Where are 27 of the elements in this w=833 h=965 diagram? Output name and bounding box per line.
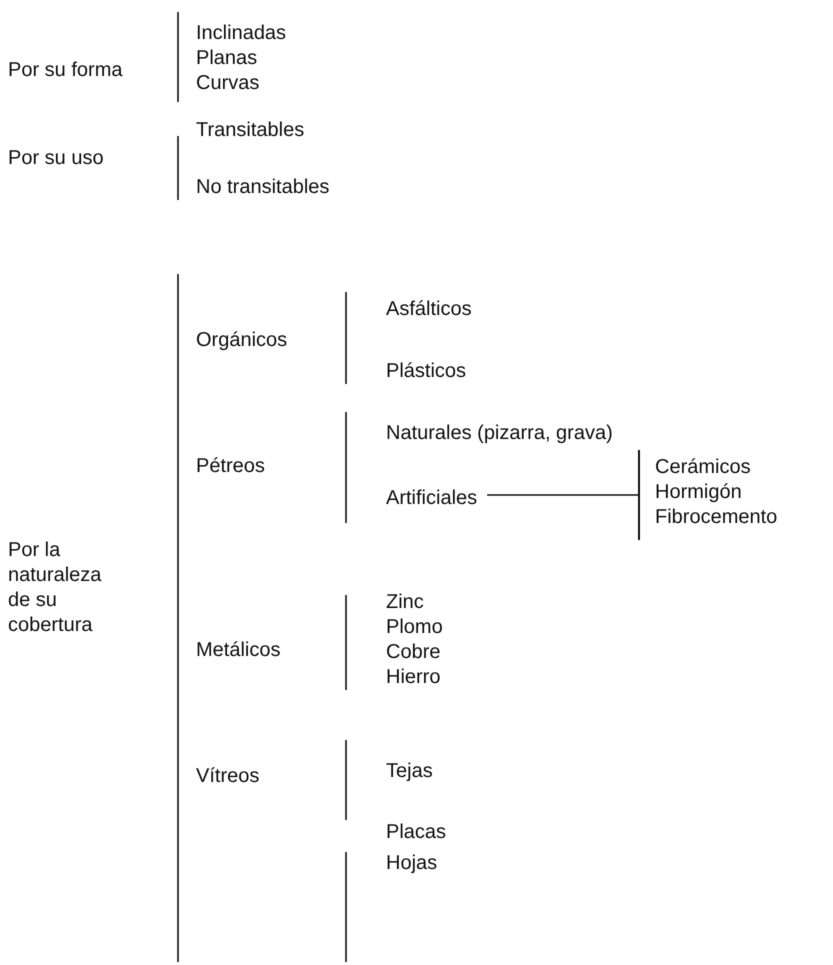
category-label: Planas (196, 46, 258, 70)
category-label: Metálicos (196, 638, 280, 662)
category-label: No transitables (196, 174, 330, 200)
category-label: Placas (386, 820, 446, 844)
category-label: Pétreos (196, 454, 265, 478)
category-label: Hojas (386, 850, 438, 876)
category-label: Naturales (pizarra, grava) (386, 420, 613, 446)
category-label: Asfálticos (386, 296, 472, 322)
category-label: Zinc (386, 590, 424, 614)
category-label: Orgánicos (196, 328, 288, 352)
category-label: Por su forma (8, 58, 122, 82)
category-label: Cerámicos (655, 454, 751, 480)
connector-line (487, 494, 638, 496)
category-label: Plomo (386, 614, 443, 640)
category-label: Transitables (196, 118, 304, 142)
category-label: Artificiales (386, 486, 478, 510)
category-label: Fibrocemento (655, 504, 778, 530)
category-label: Cobre (386, 640, 440, 664)
category-label: Curvas (196, 70, 260, 96)
category-label: Por su uso (8, 146, 104, 170)
category-label: Inclinadas (196, 20, 286, 46)
category-label: Vítreos (196, 764, 260, 788)
category-label: Hierro (386, 664, 440, 690)
category-label: Tejas (386, 758, 433, 784)
category-label: Plásticos (386, 358, 466, 384)
category-label: Hormigón (655, 480, 742, 504)
category-heading: Por la naturaleza de su cobertura (8, 538, 102, 638)
